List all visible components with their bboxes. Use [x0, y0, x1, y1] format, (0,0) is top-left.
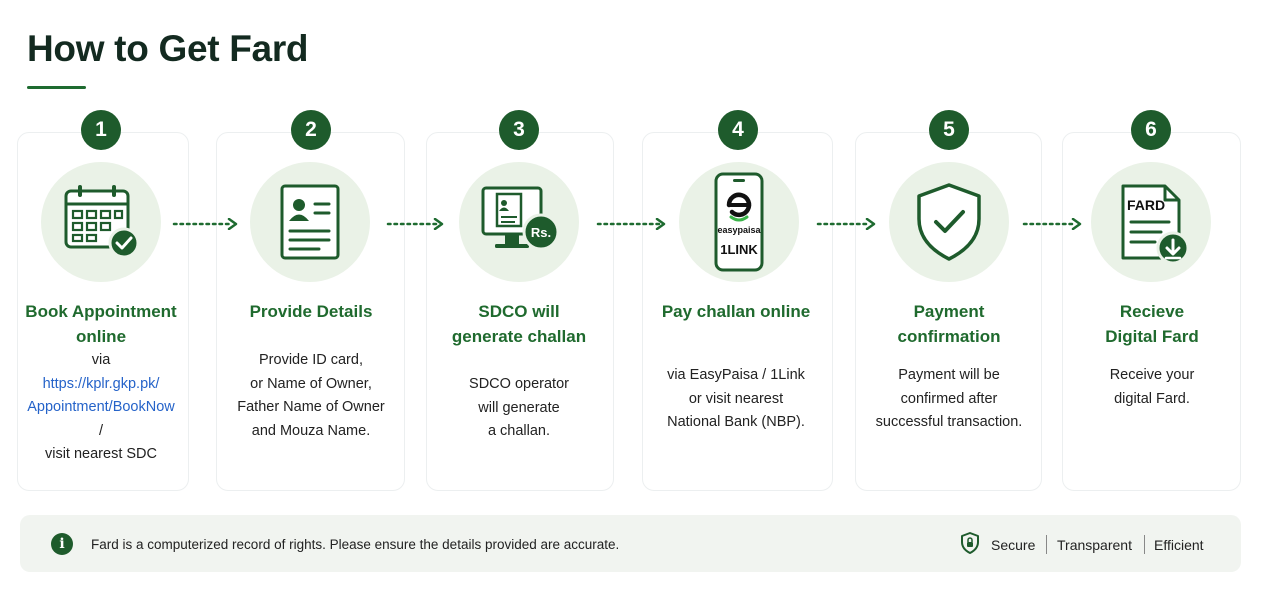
dotted-arrow-icon — [596, 218, 666, 230]
divider — [1046, 535, 1047, 554]
dotted-arrow-icon — [816, 218, 876, 230]
step-title: Pay challan online — [661, 302, 811, 321]
dotted-arrow-icon — [172, 218, 238, 230]
step-title: SDCO will generate challan — [451, 302, 587, 346]
step-description: Payment will be confirmed after successf… — [875, 367, 1023, 430]
info-bar — [20, 515, 1241, 572]
info-icon: i — [51, 533, 73, 555]
step-description: SDCO operator will generate a challan. — [469, 376, 569, 439]
step-icon-circle — [250, 162, 370, 282]
dotted-arrow-icon — [386, 218, 444, 230]
easypaisa-text: easypaisa — [717, 225, 761, 235]
step-icon-circle — [41, 162, 161, 282]
step-description: via EasyPaisa / 1Link or visit nearest N… — [667, 367, 805, 430]
appointment-link[interactable]: https://kplr.gkp.pk/ Appointment/BookNow — [27, 375, 175, 416]
onelink-text: 1LINK — [720, 242, 758, 257]
mobile-payment-icon: easypaisa 1LINK — [714, 172, 764, 272]
step-title: Provide Details — [249, 302, 373, 321]
step-number-badge: 6 — [1131, 110, 1171, 150]
id-card-icon — [280, 184, 340, 260]
step-title: Recieve Digital Fard — [1105, 302, 1199, 346]
trait-transparent: Transparent — [1057, 537, 1132, 553]
computer-challan-icon: Rs. — [481, 186, 560, 251]
title-underline — [27, 86, 86, 89]
document-download-icon: FARD — [1121, 184, 1190, 265]
shield-check-icon — [917, 183, 981, 261]
step-number-badge: 2 — [291, 110, 331, 150]
step-description: Receive your digital Fard. — [1109, 367, 1195, 407]
step-title: Book Appointment online — [25, 302, 177, 346]
divider — [1144, 535, 1145, 554]
step-description: via https://kplr.gkp.pk/ Appointment/Boo… — [1, 349, 201, 467]
fard-doc-text: FARD — [1127, 197, 1165, 213]
info-text: Fard is a computerized record of rights.… — [91, 537, 620, 552]
trait-secure: Secure — [991, 537, 1036, 553]
calendar-check-icon — [64, 185, 140, 259]
dotted-arrow-icon — [1022, 218, 1082, 230]
rupee-badge-text: Rs. — [531, 225, 551, 240]
step-icon-circle: easypaisa 1LINK — [679, 162, 799, 282]
step-number-badge: 1 — [81, 110, 121, 150]
step-number-badge: 5 — [929, 110, 969, 150]
trait-efficient: Efficient — [1154, 537, 1204, 553]
step-icon-circle: Rs. — [459, 162, 579, 282]
step-number-badge: 4 — [718, 110, 758, 150]
step-icon-circle — [889, 162, 1009, 282]
shield-icon — [961, 532, 979, 554]
page-title: How to Get Fard — [27, 28, 309, 69]
step-title: Payment confirmation — [897, 302, 1001, 346]
step-icon-circle: FARD — [1091, 162, 1211, 282]
step-number-badge: 3 — [499, 110, 539, 150]
step-description: Provide ID card, or Name of Owner, Fathe… — [237, 352, 385, 439]
